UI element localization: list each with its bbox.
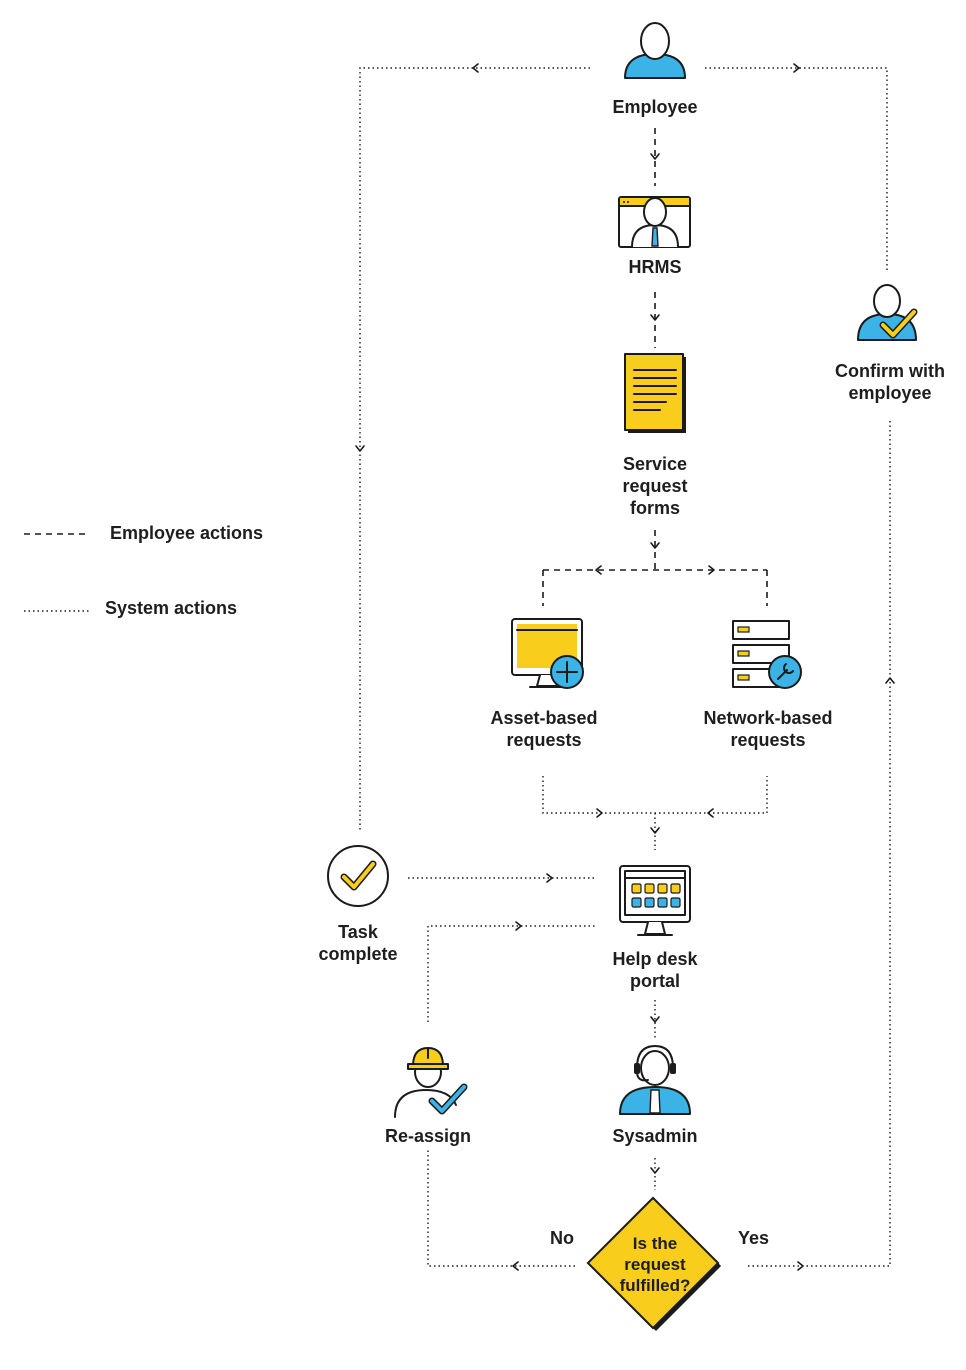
sysadmin-headset-icon	[619, 1045, 691, 1115]
help-desk-label: Help desk portal	[612, 949, 698, 991]
employee-action-connectors	[542, 128, 768, 606]
legend-system-actions: System actions	[105, 598, 238, 618]
helpdesk-monitor-icon	[619, 865, 691, 936]
task-complete-label: Task complete	[318, 922, 398, 964]
worker-check-icon	[394, 1047, 468, 1118]
confirm-employee-label: Confirm with employee	[835, 361, 945, 403]
employee-icon	[624, 22, 686, 79]
asset-requests-label: Asset-based requests	[490, 708, 598, 750]
reassign-label: Re-assign	[384, 1126, 472, 1146]
employee-check-icon	[857, 284, 918, 341]
branch-no-label: No	[550, 1228, 574, 1248]
employee-label: Employee	[612, 97, 698, 117]
sysadmin-label: Sysadmin	[612, 1126, 698, 1146]
server-wrench-icon	[732, 620, 802, 689]
monitor-plus-icon	[511, 618, 584, 689]
hrms-icon	[618, 196, 691, 248]
network-requests-label: Network-based requests	[703, 708, 833, 750]
decision-label: Is the request fulfilled?	[619, 1234, 691, 1295]
form-document-icon	[624, 353, 686, 433]
service-forms-label: Service request forms	[622, 454, 688, 518]
legend-employee-actions: Employee actions	[110, 523, 264, 543]
check-circle-icon	[327, 845, 389, 907]
branch-yes-label: Yes	[738, 1228, 770, 1248]
system-action-connectors	[355, 63, 895, 1271]
decision-diamond	[586, 1196, 722, 1332]
hrms-label: HRMS	[628, 257, 682, 277]
